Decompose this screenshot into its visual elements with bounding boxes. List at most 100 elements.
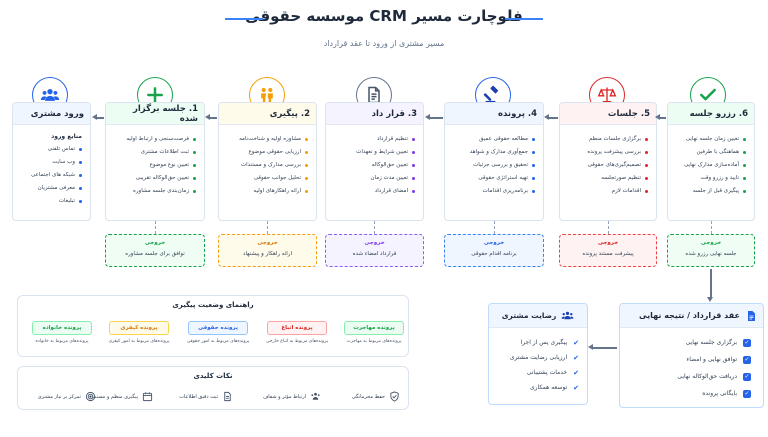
key-point: ارتباط مؤثر و شفاف xyxy=(263,391,321,402)
stage-title-sessions: 5. جلسات xyxy=(560,103,656,125)
list-item: ✔ خدمات پشتیبانی xyxy=(493,365,579,380)
output-label: خروجی xyxy=(144,240,166,246)
list-item: ✔ارزیابی رضایت مشتری xyxy=(493,350,579,365)
list-item: تعیین زمان جلسه نهایی xyxy=(672,133,746,146)
list-item: آماده‌سازی مدارک نهایی xyxy=(672,159,746,172)
final-item-label: دریافت حق‌الوکاله نهایی xyxy=(677,373,737,380)
list-item: ✓ دریافت حق‌الوکاله نهایی xyxy=(626,368,751,385)
target-icon xyxy=(85,391,96,402)
list-item: ✔ توسعه همکاری xyxy=(493,380,579,395)
list-item: ارائه راهکارهای اولیه xyxy=(223,185,308,198)
list-item: تحقیق و بررسی جزئیات xyxy=(449,159,535,172)
output-box-sessions: خروجی پیشرفت مستند پرونده xyxy=(559,234,657,267)
list-item: وب سایت xyxy=(17,156,82,169)
stage-card-sessions[interactable]: 5. جلسات برگزاری جلسات منظم بررسی پیشرفت… xyxy=(559,102,657,221)
output-box-booking: خروجی جلسه نهایی رزرو شده xyxy=(667,234,755,267)
output-box-case: خروجی برنامه اقدام حقوقی xyxy=(444,234,544,267)
key-point-label: حفظ محرمانگی xyxy=(351,393,385,400)
list-item: تنظیم صورتجلسه xyxy=(564,172,648,185)
list-item: فرصت‌سنجی و ارتباط اولیه xyxy=(110,133,196,146)
entry-sources-heading: منابع ورود xyxy=(51,133,82,140)
list-item: تهیه استراتژی حقوقی xyxy=(449,172,535,185)
tag-foreign-nationals: پرونده اتباع xyxy=(267,321,327,335)
connector xyxy=(374,221,375,234)
final-item-label: توافق نهایی و امضاء xyxy=(686,356,737,363)
key-points-panel: نکات کلیدی حفظ محرمانگی ارتباط مؤثر و شف… xyxy=(17,366,409,410)
group-icon xyxy=(561,309,574,322)
tag-desc: پرونده‌های مربوط به امور حقوقی xyxy=(186,339,250,344)
list-item: ارزیابی حقوقی موضوع xyxy=(223,146,308,159)
list-item: ✓برگزاری جلسه نهایی xyxy=(626,334,751,351)
output-label: خروجی xyxy=(597,240,619,246)
output-box-contract: خروجی قرارداد امضاء شده xyxy=(325,234,424,267)
final-card[interactable]: عقد قرارداد / نتیجه نهایی ✓برگزاری جلسه … xyxy=(619,303,764,408)
output-label: خروجی xyxy=(257,240,278,246)
satisfaction-item-label: خدمات پشتیبانی xyxy=(526,369,568,376)
output-text: ارائه راهکار و پیشنهاد xyxy=(243,251,292,257)
flow-arrow xyxy=(655,114,666,120)
list-item: تحلیل جوانب حقوقی xyxy=(223,172,308,185)
check-icon: ✓ xyxy=(743,389,751,398)
key-point: پیگیری منظم و مستمر xyxy=(91,391,153,402)
calendar-icon xyxy=(142,391,153,402)
list-item: معرفی مشتریان xyxy=(17,182,82,195)
connector xyxy=(711,221,712,234)
stage-card-entry[interactable]: ورود مشتری منابع ورود تماس تلفنی وب سایت… xyxy=(12,102,91,221)
check-icon: ✔ xyxy=(573,383,579,392)
stage-card-booking[interactable]: 6. رزرو جلسه تعیین زمان جلسه نهایی هماهن… xyxy=(667,102,755,221)
stage-title-entry: ورود مشتری xyxy=(13,103,90,125)
flow-arrow xyxy=(92,114,104,120)
page-subtitle: مسیر مشتری از ورود تا عقد قرارداد xyxy=(323,39,445,48)
people-icon xyxy=(310,391,321,402)
key-point-label: ثبت دقیق اطلاعات xyxy=(179,393,218,400)
stage-card-case[interactable]: 4. پرونده مطالعه حقوقی عمیق جمع‌آوری مدا… xyxy=(444,102,544,221)
check-icon: ✔ xyxy=(573,368,579,377)
connector xyxy=(494,221,495,234)
tag-desc: پرونده‌های مربوط به امور کیفری xyxy=(108,339,170,344)
stage-card-meeting[interactable]: 1. جلسه برگزار شده فرصت‌سنجی و ارتباط او… xyxy=(105,102,205,221)
stage-title-meeting: 1. جلسه برگزار شده xyxy=(106,103,204,125)
satisfaction-header: رضایت مشتری xyxy=(489,304,587,328)
flow-arrow xyxy=(205,114,217,120)
list-item: زمان‌بندی جلسه مشاوره xyxy=(110,185,196,198)
shield-icon xyxy=(389,391,400,402)
satisfaction-card[interactable]: رضایت مشتری ✔پیگیری پس از اجرا ✔ارزیابی … xyxy=(488,303,588,405)
list-item: ✔پیگیری پس از اجرا xyxy=(493,335,579,350)
output-box-followup: خروجی ارائه راهکار و پیشنهاد xyxy=(218,234,317,267)
stage-card-followup[interactable]: 2. پیگیری مشاوره اولیه و شناخت‌نامه ارزی… xyxy=(218,102,317,221)
stage-title-booking: 6. رزرو جلسه xyxy=(668,103,754,125)
key-point-label: ارتباط مؤثر و شفاف xyxy=(263,393,306,400)
list-item: تبلیغات xyxy=(17,195,82,208)
key-point: ثبت دقیق اطلاعات xyxy=(179,391,233,402)
tag-desc: پرونده‌های مربوط به مهاجرت xyxy=(346,339,402,344)
title-rule-right xyxy=(505,18,543,20)
tag-desc: پرونده‌های مربوط به خانواده xyxy=(35,339,89,344)
final-item-label: برگزاری جلسه نهایی xyxy=(685,339,737,346)
final-card-header: عقد قرارداد / نتیجه نهایی xyxy=(620,304,763,328)
output-text: توافق برای جلسه مشاوره xyxy=(125,251,185,257)
output-label: خروجی xyxy=(364,240,385,246)
down-arrow xyxy=(710,269,712,297)
tag-legal: پرونده حقوقی xyxy=(188,321,248,335)
list-item: بررسی مدارک و مستندات xyxy=(223,159,308,172)
title-rule-left xyxy=(225,18,263,20)
list-item: هماهنگی با طرفین xyxy=(672,146,746,159)
list-item: ✓توافق نهایی و امضاء xyxy=(626,351,751,368)
list-item: تایید و رزرو وقت xyxy=(672,172,746,185)
list-item: تصمیم‌گیری‌های حقوقی xyxy=(564,159,648,172)
list-item: برنامه‌ریزی اقدامات xyxy=(449,185,535,198)
tag-criminal: پرونده کیفری xyxy=(109,321,169,335)
output-text: پیشرفت مستند پرونده xyxy=(582,251,634,257)
list-item: تماس تلفنی xyxy=(17,143,82,156)
satisfaction-item-label: توسعه همکاری xyxy=(529,384,568,391)
stage-card-contract[interactable]: 3. قرار داد تنظیم قرارداد تعیین شرایط و … xyxy=(325,102,424,221)
list-item: اقدامات لازم xyxy=(564,185,648,198)
list-item: جمع‌آوری مدارک و شواهد xyxy=(449,146,535,159)
final-title: عقد قرارداد / نتیجه نهایی xyxy=(639,311,740,320)
connector xyxy=(155,221,156,234)
list-item: ✓بایگانی پرونده xyxy=(626,385,751,402)
flow-arrow xyxy=(588,344,617,350)
stage-title-case: 4. پرونده xyxy=(445,103,543,125)
check-icon: ✓ xyxy=(743,372,751,381)
connector xyxy=(608,221,609,234)
